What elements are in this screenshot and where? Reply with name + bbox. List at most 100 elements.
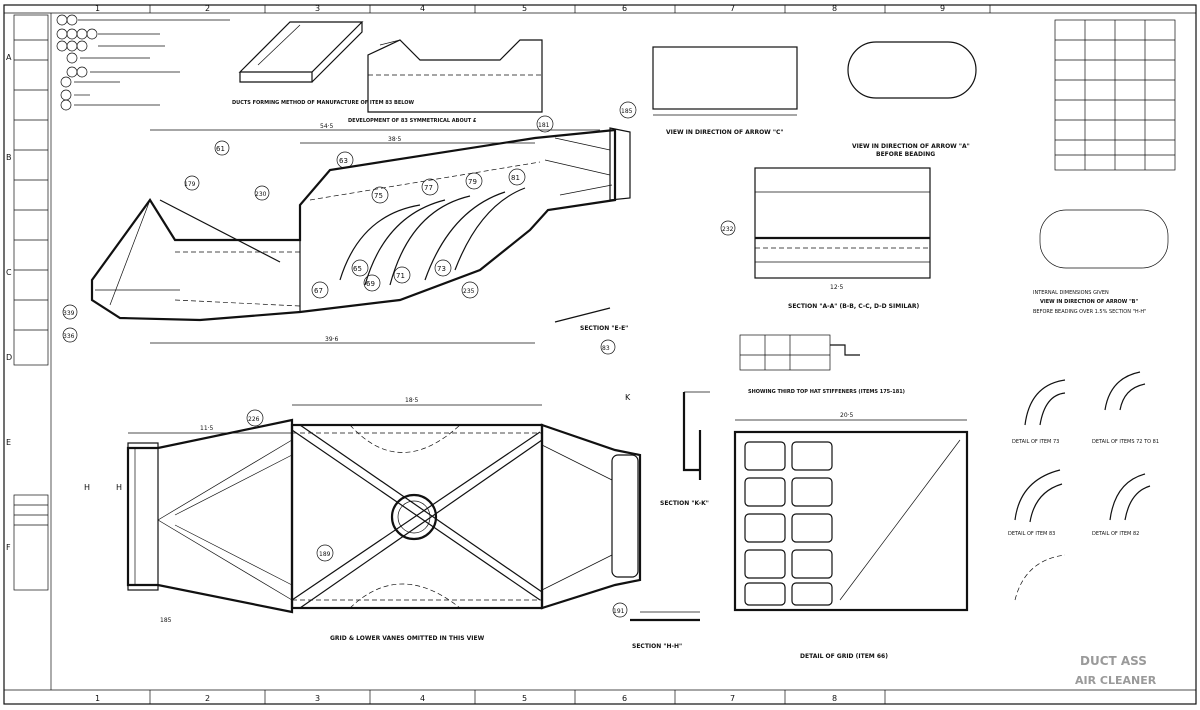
row-marker: F	[6, 543, 11, 552]
item-181: 181	[538, 122, 550, 129]
label-k: K	[625, 393, 631, 402]
row-marker: B	[6, 153, 12, 162]
dim-11-5: 11·5	[200, 425, 214, 432]
row-marker: A	[6, 53, 12, 62]
item-189: 191	[613, 608, 625, 615]
view-arrow-b: INTERNAL DIMENSIONS GIVEN VIEW IN DIRECT…	[1033, 209, 1169, 315]
dim-20-5: 20·5	[840, 412, 854, 419]
tophat-stiffeners: SHOWING THIRD TOP HAT STIFFENERS (ITEMS …	[739, 334, 905, 395]
section-hh: SECTION "H-H"	[630, 611, 700, 650]
label-h-right: H	[116, 483, 122, 492]
column-marker: 5	[522, 4, 527, 13]
column-marker: 6	[622, 4, 627, 13]
dim-38-5: 38·5	[388, 136, 402, 143]
forming-method-note: DUCTS FORMING METHOD OF MANUFACTURE OF I…	[232, 100, 414, 106]
plan-caption: GRID & LOWER VANES OMITTED IN THIS VIEW	[330, 635, 485, 642]
column-marker: 4	[420, 4, 425, 13]
tophat-title: SHOWING THIRD TOP HAT STIFFENERS (ITEMS …	[748, 389, 905, 395]
column-marker: 3	[315, 694, 320, 703]
detail-72-81-title: DETAIL OF ITEMS 72 TO 81	[1092, 439, 1159, 445]
parts-callouts	[56, 14, 230, 111]
item-81: 81	[511, 174, 520, 182]
dim-18-5: 18·5	[405, 397, 419, 404]
development-note: DEVELOPMENT OF 83 SYMMETRICAL ABOUT £	[348, 118, 477, 124]
column-marker: 4	[420, 694, 425, 703]
plan-view: 18·5 11·5 H H K 189 226 191 185 GRID & L…	[84, 393, 642, 642]
item-73: 73	[437, 265, 446, 273]
item-191: 189	[319, 551, 331, 558]
column-markers-bottom: 1 2 3 4 5 6 7 8	[95, 694, 837, 703]
item-230: 230	[255, 191, 267, 198]
detail-73-title: DETAIL OF ITEM 73	[1012, 439, 1059, 445]
item-179: 179	[184, 181, 196, 188]
row-marker: D	[6, 353, 12, 362]
section-aa-title: SECTION "A-A" (B-B, C-C, D-D SIMILAR)	[788, 303, 920, 310]
item-185: 185	[621, 108, 633, 115]
title-line-1: DUCT ASS	[1080, 654, 1147, 668]
column-marker: 7	[730, 4, 735, 13]
parts-list-table	[1054, 19, 1176, 171]
side-elevation-callouts: 61 179 63 65 67 69 71 73 75 77 79 81 181…	[62, 101, 637, 355]
side-elevation: 54·5 38·5 39·6	[90, 123, 631, 344]
section-ee-title: SECTION "E-E"	[580, 325, 628, 332]
item-61: 61	[216, 145, 225, 153]
view-arrow-b-sub: BEFORE BEADING OVER 1.5% SECTION "H-H"	[1033, 309, 1147, 315]
item-232: 232	[722, 226, 734, 233]
column-marker: 2	[205, 694, 210, 703]
label-h-left: H	[84, 483, 90, 492]
item-226: 226	[248, 416, 260, 423]
column-marker: 5	[522, 694, 527, 703]
detail-82-title: DETAIL OF ITEM 82	[1092, 531, 1139, 537]
section-hh-title: SECTION "H-H"	[632, 643, 682, 650]
column-marker: 3	[315, 4, 320, 13]
column-marker: 7	[730, 694, 735, 703]
item-71: 71	[396, 272, 405, 280]
dim-54-5: 54·5	[320, 123, 334, 130]
item-65: 65	[353, 265, 362, 273]
column-marker: 9	[940, 4, 945, 13]
forming-method-sketch: DUCTS FORMING METHOD OF MANUFACTURE OF I…	[232, 21, 414, 106]
item-63: 63	[339, 157, 348, 165]
item-235: 235	[463, 288, 475, 295]
section-kk: SECTION "K-K"	[660, 391, 710, 507]
view-arrow-b-title: VIEW IN DIRECTION OF ARROW "B"	[1040, 299, 1138, 305]
development-sketch: DEVELOPMENT OF 83 SYMMETRICAL ABOUT £	[348, 39, 543, 124]
item-69: 69	[366, 280, 375, 288]
column-marker: 6	[622, 694, 627, 703]
title-line-2: AIR CLEANER	[1075, 674, 1157, 687]
column-markers-top: 1 2 3 4 5 6 7 8 9	[95, 4, 945, 13]
section-aa: 232 12·5 SECTION "A-A" (B-B, C-C, D-D SI…	[720, 167, 931, 310]
revision-strip	[13, 14, 49, 591]
section-kk-title: SECTION "K-K"	[660, 500, 709, 507]
column-marker: 1	[95, 694, 100, 703]
view-arrow-a-sub: BEFORE BEADING	[876, 151, 935, 158]
sheet-border	[3, 4, 1197, 705]
row-markers: A B C D E F	[6, 53, 12, 552]
detail-83-title: DETAIL OF ITEM 83	[1008, 531, 1055, 537]
dim-plan-185: 185	[160, 617, 172, 624]
section-ee: SECTION "E-E"	[554, 307, 628, 332]
item-67: 67	[314, 287, 323, 295]
row-marker: C	[6, 268, 12, 277]
view-arrow-a: VIEW IN DIRECTION OF ARROW "A" BEFORE BE…	[847, 41, 977, 158]
item-339: 339	[63, 310, 75, 317]
item-83: 83	[602, 345, 610, 352]
vane-details: DETAIL OF ITEM 73 DETAIL OF ITEMS 72 TO …	[1008, 371, 1159, 601]
internal-dims-note: INTERNAL DIMENSIONS GIVEN	[1033, 290, 1109, 296]
item-75: 75	[374, 192, 383, 200]
dim-12-5: 12·5	[830, 284, 844, 291]
dim-39-6: 39·6	[325, 336, 339, 343]
title-block: DUCT ASS AIR CLEANER	[1075, 654, 1157, 687]
view-arrow-c: VIEW IN DIRECTION OF ARROW "C"	[652, 46, 798, 136]
column-marker: 8	[832, 4, 837, 13]
item-77: 77	[424, 184, 433, 192]
grid-detail-title: DETAIL OF GRID (ITEM 66)	[800, 653, 888, 660]
column-marker: 8	[832, 694, 837, 703]
grid-detail: 20·5 DETAIL OF GRID (ITEM 66)	[733, 412, 969, 660]
column-marker: 2	[205, 4, 210, 13]
item-336: 336	[63, 333, 75, 340]
column-marker: 1	[95, 4, 100, 13]
view-arrow-c-title: VIEW IN DIRECTION OF ARROW "C"	[666, 129, 784, 136]
item-79: 79	[468, 178, 477, 186]
